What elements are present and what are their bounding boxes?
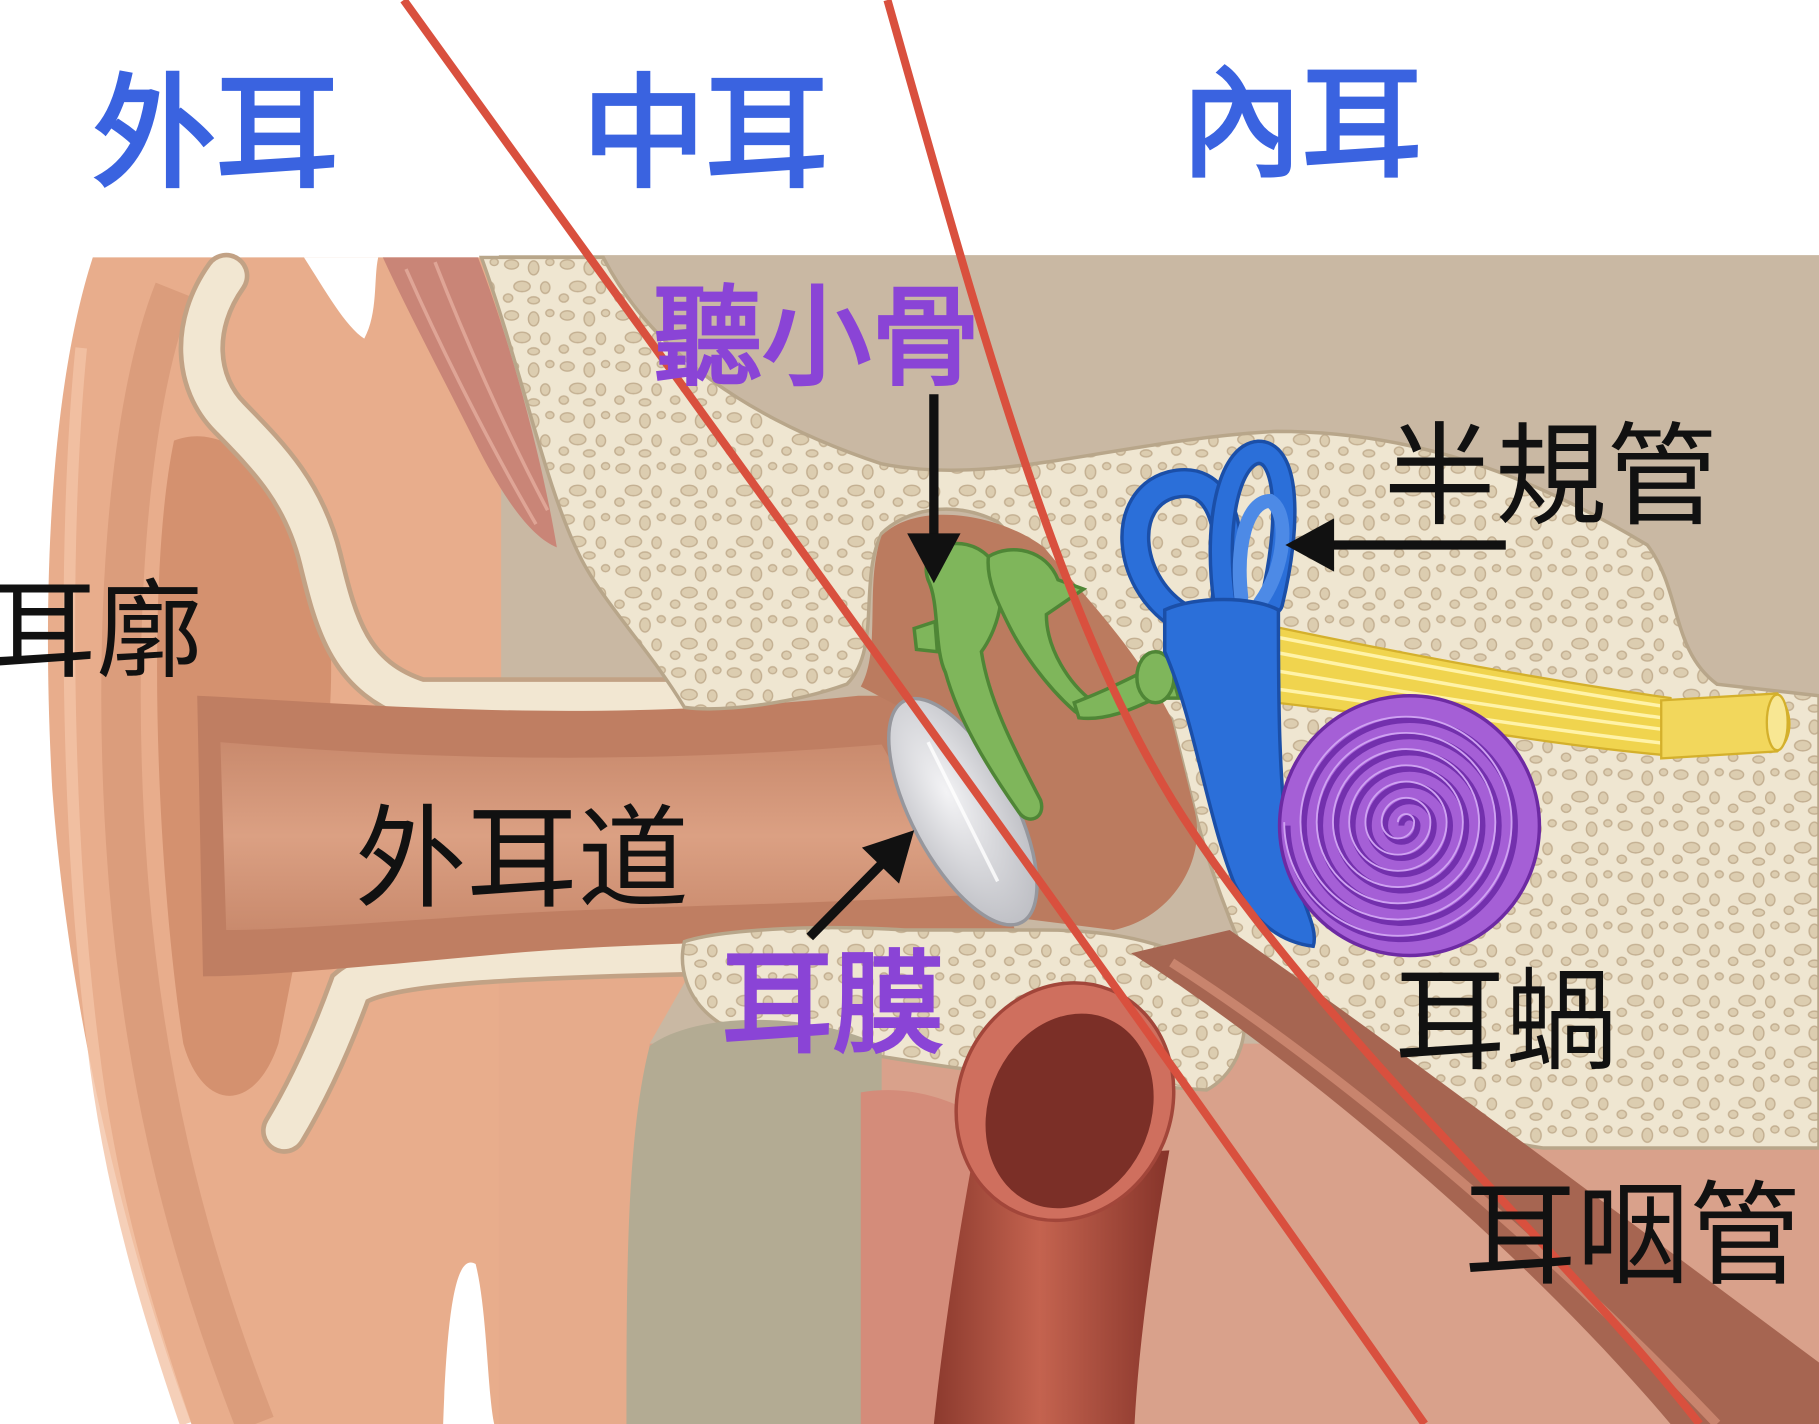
- label-middle-ear: 中耳: [582, 62, 828, 205]
- ossicles-arrow-head: [907, 533, 961, 584]
- vestibule: [1162, 597, 1317, 949]
- vessel: [933, 1150, 1170, 1424]
- cochlea-shape: [1277, 694, 1542, 958]
- divider-middle-inner: [883, 0, 1703, 1424]
- label-ear-canal: 外耳道: [355, 796, 689, 925]
- ossicle-ligament: [912, 619, 940, 654]
- vessel-opening: [985, 1013, 1154, 1209]
- label-inner-ear: 內耳: [1181, 55, 1422, 195]
- label-eardrum: 耳膜: [722, 941, 945, 1070]
- cochlea-spiral-highlight: [1283, 715, 1513, 937]
- pinna-notch: [303, 257, 379, 339]
- label-semicircular-canals: 半規管: [1384, 413, 1718, 542]
- eardrum-arrow: [806, 830, 915, 941]
- eardrum-arrow-shaft: [806, 861, 884, 941]
- eardrum-arrow-head: [861, 830, 915, 884]
- cochlea-spiral: [1284, 717, 1518, 943]
- helix-highlight: [63, 347, 192, 1424]
- cartilage-upper: [183, 257, 704, 719]
- semicircular-canals: [1120, 439, 1317, 949]
- lobe-gap: [443, 1262, 495, 1424]
- mandible-condyle: [626, 1019, 882, 1424]
- nerve-cut-end: [1765, 693, 1789, 752]
- eustachian-tube-highlight: [1169, 958, 1721, 1424]
- label-outer-ear: 外耳: [93, 62, 339, 205]
- ear-canal: [220, 742, 966, 931]
- semicircular-canals-arrow: [1285, 518, 1506, 572]
- eardrum-highlight: [926, 741, 1000, 883]
- muscle-fibers: [404, 261, 550, 526]
- label-cochlea: 耳蝸: [1394, 958, 1617, 1087]
- label-auricle: 耳廓: [0, 570, 203, 694]
- cartilage-lower: [265, 934, 715, 1150]
- label-ossicles: 聽小骨: [653, 275, 980, 402]
- label-eustachian-tube: 耳咽管: [1464, 1170, 1802, 1301]
- divider-outer-middle: [400, 0, 1428, 1424]
- ossicles-arrow: [907, 394, 961, 584]
- helix-fold: [101, 282, 274, 1424]
- semicircular-canals-arrow-head: [1285, 518, 1335, 572]
- canal-lateral: [1232, 493, 1290, 610]
